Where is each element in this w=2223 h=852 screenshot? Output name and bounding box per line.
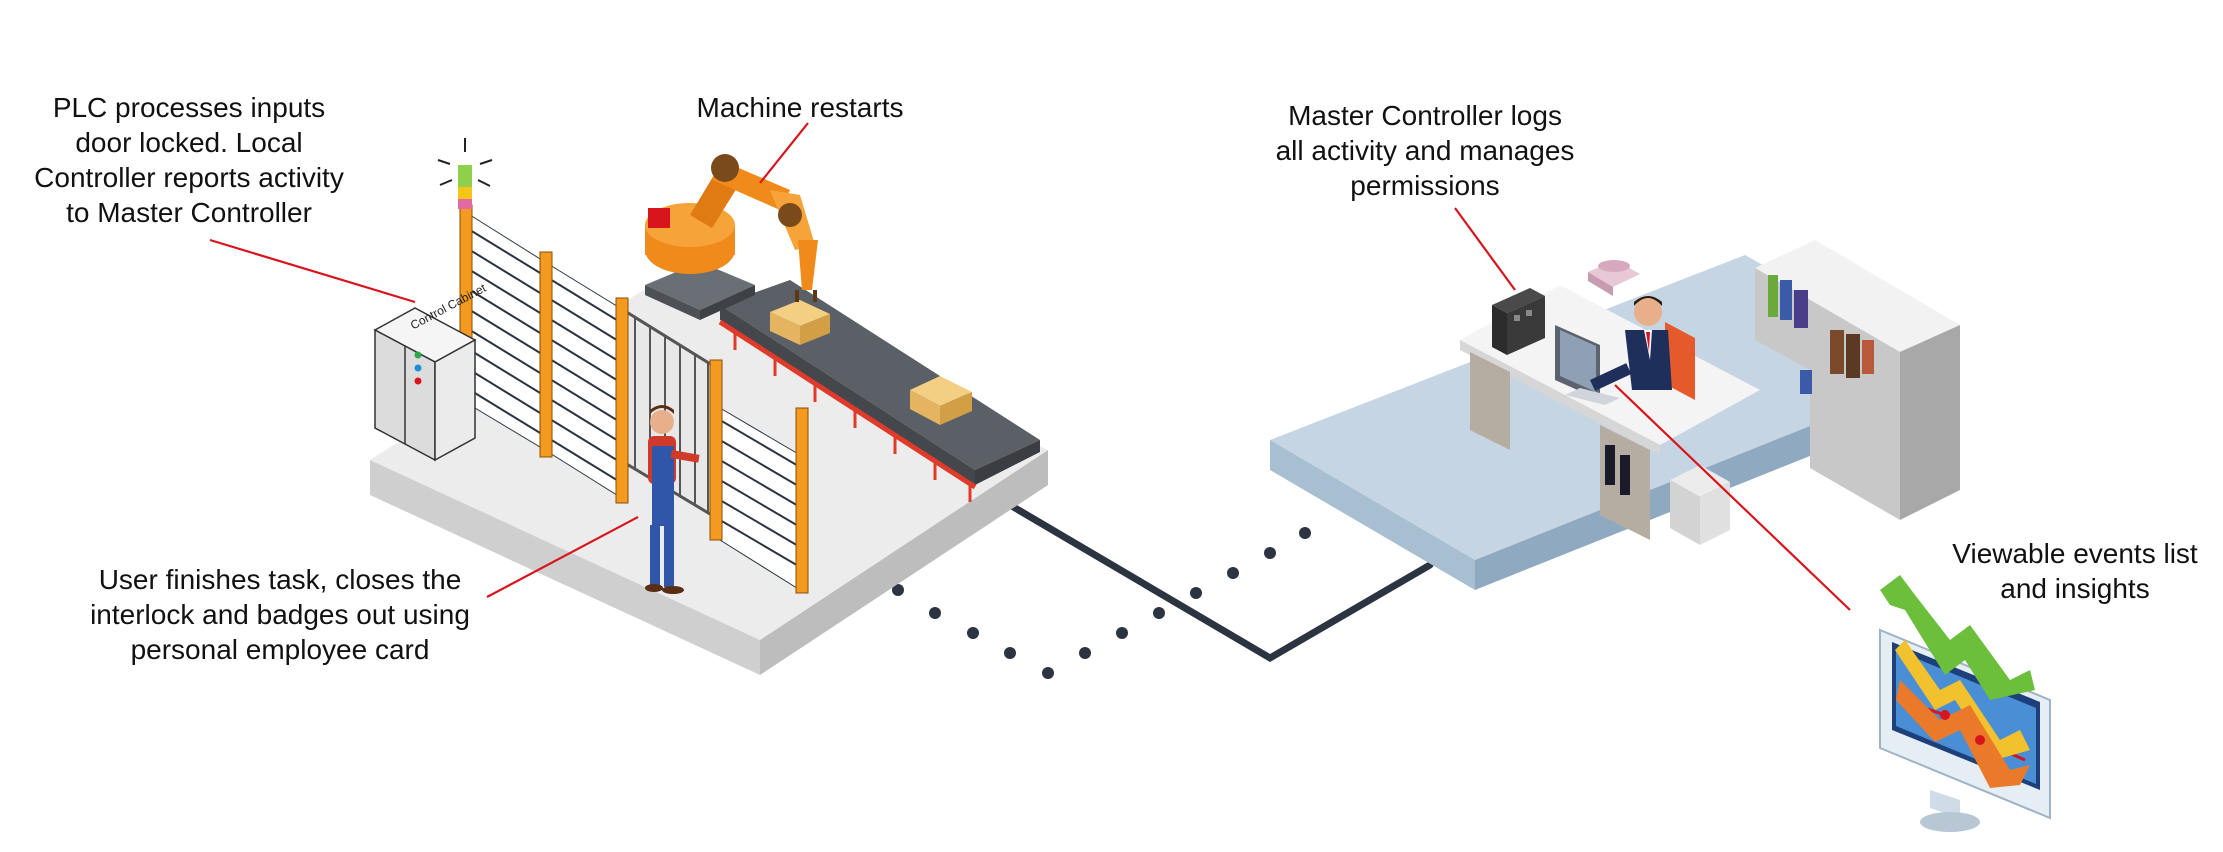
user-label-line: interlock and badges out using xyxy=(90,599,470,630)
plc-callout-label: PLC processes inputs door locked. Local … xyxy=(24,90,354,230)
wireless-dots xyxy=(892,527,1311,679)
user-label-line: personal employee card xyxy=(130,634,430,665)
stack-light xyxy=(437,138,493,209)
master-label-line: permissions xyxy=(1350,170,1500,201)
plc-label-line: Controller reports activity xyxy=(34,162,344,193)
events-label-line: and insights xyxy=(2000,573,2150,604)
control-cabinet xyxy=(373,307,477,462)
events-label-line: Viewable events list xyxy=(1952,538,2198,569)
telephone xyxy=(1588,260,1640,296)
network-cable xyxy=(1006,501,1434,663)
plc-label-line: PLC processes inputs xyxy=(52,92,326,123)
bookshelf xyxy=(1755,240,1960,520)
office-computer xyxy=(1555,325,1620,405)
master-callout-label: Master Controller logs all activity and … xyxy=(1260,98,1590,203)
plc-label-line: door locked. Local xyxy=(75,127,303,158)
events-callout-label: Viewable events list and insights xyxy=(1935,536,2215,606)
worker-figure xyxy=(645,405,700,594)
office-worker xyxy=(1590,296,1695,495)
events-monitor xyxy=(1879,575,2051,832)
cardboard-box xyxy=(770,300,830,345)
callout-lines xyxy=(209,122,1851,611)
machine-callout-label: Machine restarts xyxy=(680,90,920,125)
plc-label-line: to Master Controller xyxy=(66,197,312,228)
master-label-line: Master Controller logs xyxy=(1288,100,1562,131)
robot-arm xyxy=(645,154,818,320)
user-callout-label: User finishes task, closes the interlock… xyxy=(70,562,490,667)
cardboard-box xyxy=(910,376,972,425)
master-label-line: all activity and manages xyxy=(1275,135,1575,166)
master-controller-device xyxy=(1492,288,1545,355)
user-label-line: User finishes task, closes the xyxy=(98,564,462,595)
machine-label-line: Machine restarts xyxy=(696,92,904,123)
